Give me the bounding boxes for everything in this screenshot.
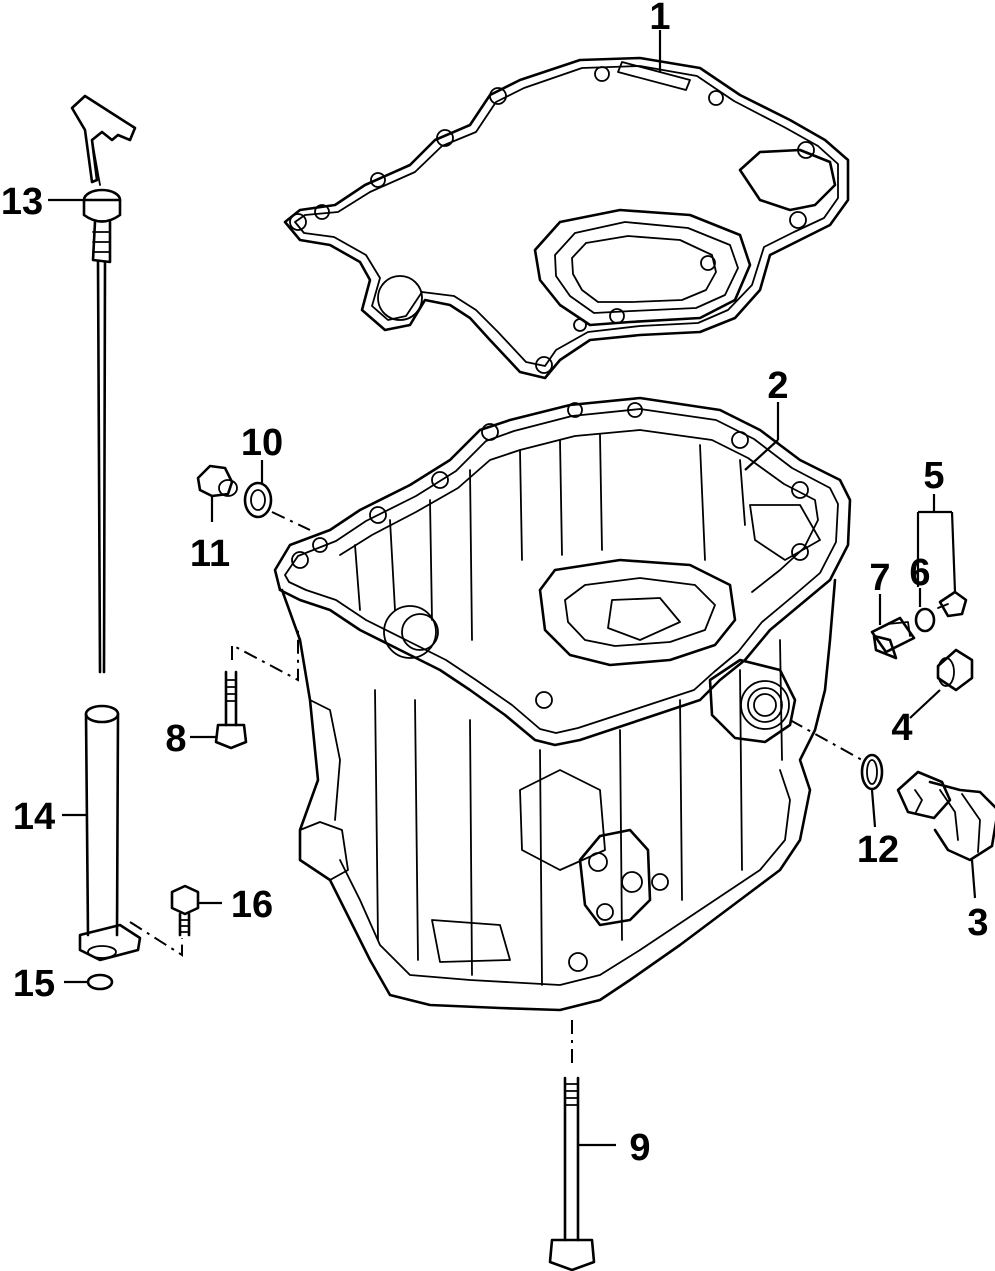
callout-9: 9 — [629, 1127, 650, 1169]
callout-6: 6 — [909, 552, 930, 594]
o-ring-part-15 — [64, 973, 114, 991]
bolt-part-8 — [190, 630, 299, 750]
drain-plug-part-3 — [896, 770, 995, 899]
fitting-part-7 — [870, 594, 916, 660]
callout-4: 4 — [891, 707, 912, 749]
callout-14: 14 — [13, 796, 55, 838]
callout-1: 1 — [649, 0, 670, 38]
guide-tube-part-14 — [62, 704, 142, 962]
plug-part-11 — [196, 464, 238, 522]
callout-15: 15 — [13, 963, 55, 1005]
gasket-part-1 — [283, 30, 850, 380]
callout-2: 2 — [767, 365, 788, 407]
o-ring-part-6 — [914, 588, 936, 633]
callout-7: 7 — [869, 557, 890, 599]
dipstick-part-13 — [48, 94, 137, 674]
o-ring-part-12 — [789, 719, 884, 828]
callout-10: 10 — [241, 422, 283, 464]
washer-part-10 — [243, 460, 311, 531]
callout-3: 3 — [967, 902, 988, 944]
callout-12: 12 — [857, 829, 899, 871]
bolt-part-16 — [129, 884, 222, 957]
long-bolt-part-9 — [548, 1020, 616, 1271]
oil-pan-part-2 — [273, 396, 852, 1012]
callout-8: 8 — [165, 718, 186, 760]
screw-part-5 — [916, 494, 968, 618]
callout-11: 11 — [190, 533, 230, 575]
callout-13: 13 — [1, 181, 43, 223]
cap-part-4 — [909, 648, 974, 719]
callout-5: 5 — [923, 455, 944, 497]
callout-16: 16 — [231, 884, 273, 926]
